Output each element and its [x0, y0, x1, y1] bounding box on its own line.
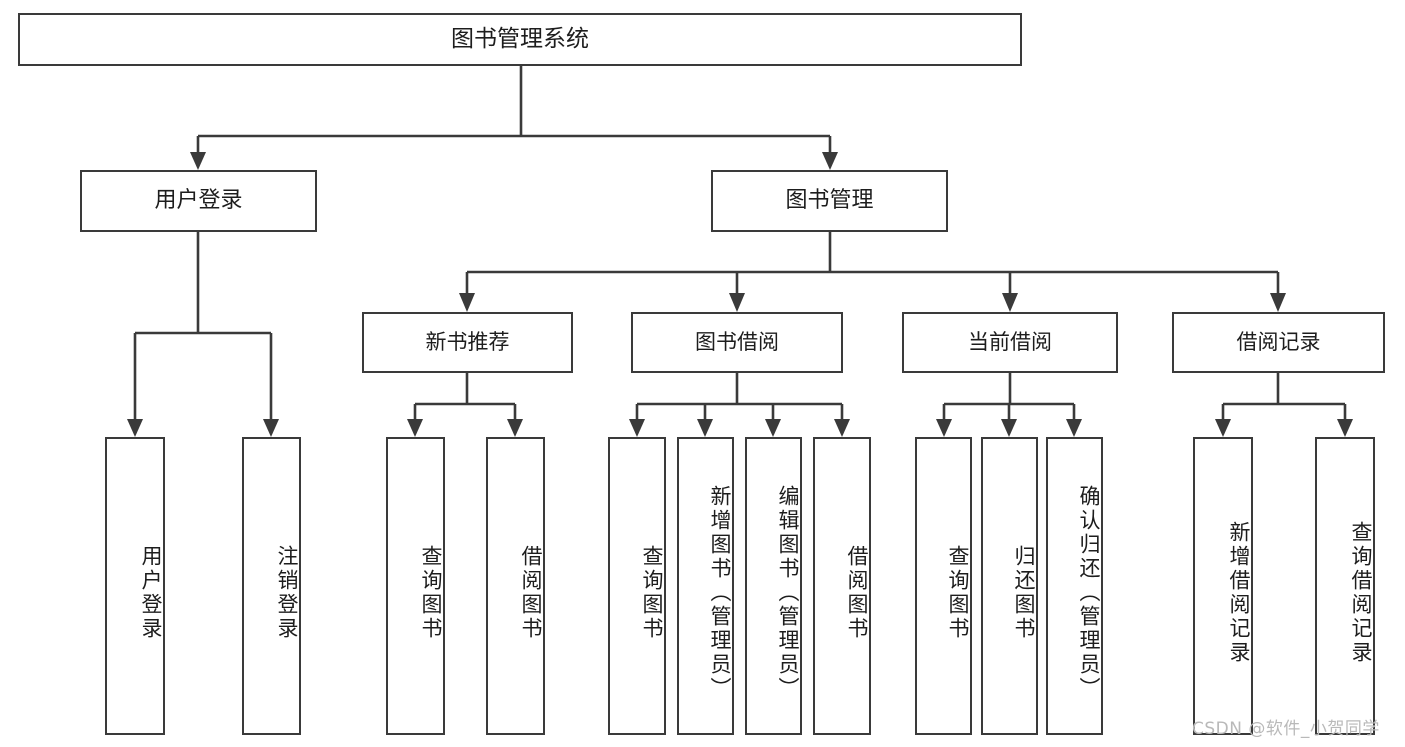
leaf-edit-book[interactable]: 编辑图书（管理员）	[745, 437, 802, 735]
node-label: 借阅图书	[845, 545, 869, 641]
node-label: 编辑图书（管理员）	[776, 485, 800, 701]
node-label: 新增图书（管理员）	[708, 485, 732, 701]
arrow-user-login	[190, 152, 206, 170]
node-current-borrow[interactable]: 当前借阅	[902, 312, 1118, 373]
leaf-return-book[interactable]: 归还图书	[981, 437, 1038, 735]
leaf-borrow-book[interactable]: 借阅图书	[813, 437, 871, 735]
node-label: 查询图书	[946, 545, 970, 641]
arrow-book-manage	[822, 152, 838, 170]
node-label: 图书管理系统	[451, 25, 589, 52]
arrow-leaf-add-record	[1215, 419, 1231, 437]
csdn-watermark: CSDN @软件_小贺同学	[1192, 719, 1380, 739]
node-label: 借阅图书	[519, 545, 543, 641]
node-label: 当前借阅	[968, 330, 1052, 355]
arrow-leaf-user-login	[127, 419, 143, 437]
leaf-query-borrow-record[interactable]: 查询借阅记录	[1315, 437, 1375, 735]
node-label: 归还图书	[1012, 545, 1036, 641]
arrow-current-borrow	[1002, 293, 1018, 312]
node-label: 图书借阅	[695, 330, 779, 355]
node-label: 查询图书	[419, 545, 443, 641]
arrow-borrow-record	[1270, 293, 1286, 312]
node-label: 借阅记录	[1236, 330, 1321, 355]
node-borrow-record[interactable]: 借阅记录	[1172, 312, 1385, 373]
arrow-leaf-add-book	[697, 419, 713, 437]
node-system-root[interactable]: 图书管理系统	[18, 13, 1022, 66]
arrow-new-book-recommend	[459, 293, 475, 312]
arrow-leaf-logout	[263, 419, 279, 437]
node-label: 用户登录	[139, 545, 163, 641]
leaf-add-book[interactable]: 新增图书（管理员）	[677, 437, 734, 735]
node-new-book-recommend[interactable]: 新书推荐	[362, 312, 573, 373]
node-label: 查询图书	[640, 545, 664, 641]
node-label: 查询借阅记录	[1349, 521, 1373, 665]
leaf-borrow-book-recommend[interactable]: 借阅图书	[486, 437, 545, 735]
node-label: 确认归还（管理员）	[1077, 485, 1101, 701]
leaf-query-book-current[interactable]: 查询图书	[915, 437, 972, 735]
arrow-leaf-borrow-book-1	[507, 419, 523, 437]
node-label: 用户登录	[154, 188, 243, 214]
node-user-login[interactable]: 用户登录	[80, 170, 317, 232]
leaf-query-book-borrow[interactable]: 查询图书	[608, 437, 666, 735]
node-label: 新书推荐	[425, 330, 510, 355]
leaf-add-borrow-record[interactable]: 新增借阅记录	[1193, 437, 1253, 735]
arrow-leaf-query-book-2	[629, 419, 645, 437]
node-label: 图书管理	[785, 188, 874, 214]
node-book-borrow[interactable]: 图书借阅	[631, 312, 843, 373]
node-label: 新增借阅记录	[1227, 521, 1251, 665]
leaf-confirm-return[interactable]: 确认归还（管理员）	[1046, 437, 1103, 735]
arrow-book-borrow	[729, 293, 745, 312]
leaf-logout[interactable]: 注销登录	[242, 437, 301, 735]
arrow-leaf-edit-book	[765, 419, 781, 437]
leaf-query-book-recommend[interactable]: 查询图书	[386, 437, 445, 735]
arrow-leaf-confirm-return	[1066, 419, 1082, 437]
node-label: 注销登录	[275, 545, 299, 641]
node-book-manage[interactable]: 图书管理	[711, 170, 948, 232]
leaf-user-login[interactable]: 用户登录	[105, 437, 165, 735]
arrow-leaf-return-book	[1001, 419, 1017, 437]
arrow-leaf-borrow-book-2	[834, 419, 850, 437]
arrow-leaf-query-book-1	[407, 419, 423, 437]
arrow-leaf-query-book-3	[936, 419, 952, 437]
arrow-leaf-query-record	[1337, 419, 1353, 437]
